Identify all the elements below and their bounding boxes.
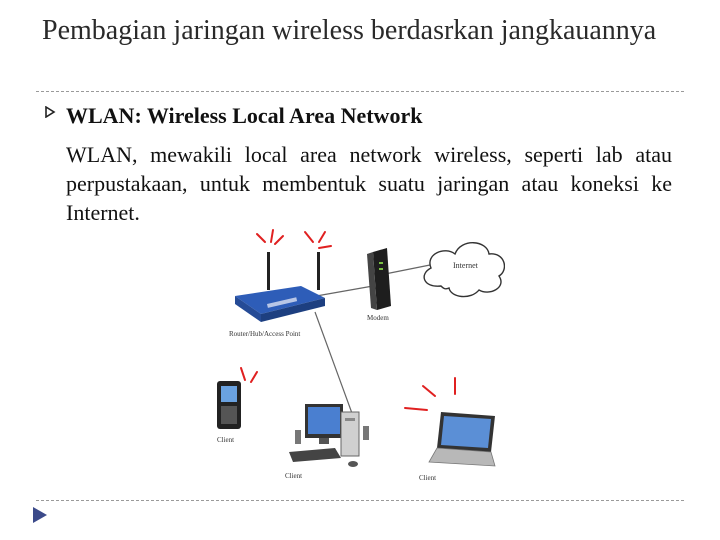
modem-label: Modem (367, 314, 389, 322)
desktop-computer-icon (289, 404, 369, 467)
laptop-client-label: Client (419, 474, 436, 482)
footer-divider (36, 500, 684, 501)
bullet-heading: WLAN: Wireless Local Area Network (66, 103, 423, 128)
bullet-text: WLAN, mewakili local area network wirele… (66, 142, 672, 225)
wlan-diagram: Router/Hub/Access Point Modem Internet C… (217, 229, 505, 482)
modem-icon (367, 248, 391, 310)
laptop-icon (428, 412, 496, 467)
slide-title: Pembagian jaringan wireless berdasrkan j… (42, 15, 657, 46)
router-icon (235, 252, 325, 322)
router-label: Router/Hub/Access Point (229, 330, 300, 338)
signal-marks (240, 229, 456, 411)
internet-label: Internet (453, 261, 479, 270)
title-divider (36, 91, 684, 92)
desktop-client-label: Client (285, 472, 302, 480)
internet-cloud-icon (423, 242, 505, 298)
phone-icon (217, 381, 241, 429)
line-router-desktop (314, 311, 354, 417)
navigation-arrow-icon (33, 507, 47, 523)
bullet-arrow-icon (45, 106, 56, 118)
phone-client-label: Client (217, 436, 234, 444)
